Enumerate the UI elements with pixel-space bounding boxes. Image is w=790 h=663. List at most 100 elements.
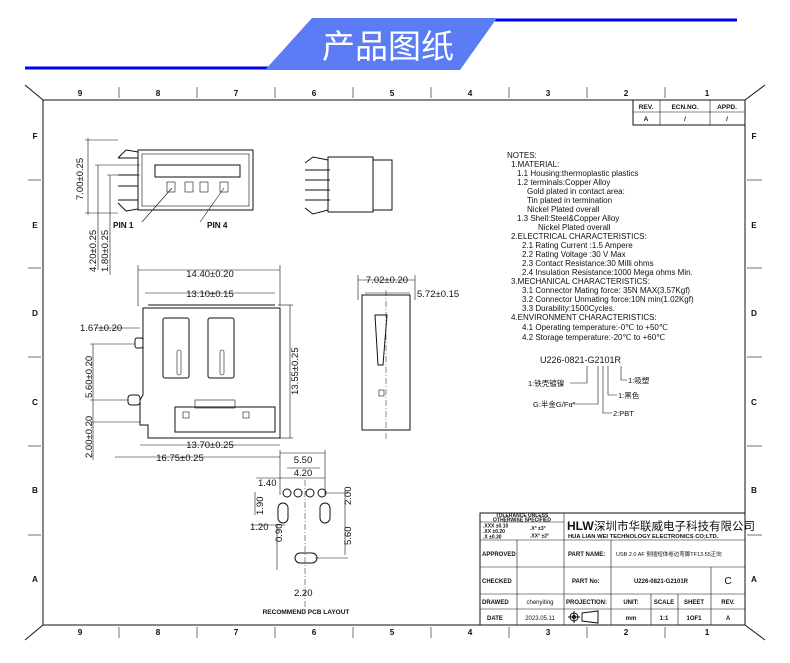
note-line: 3.3 Durability:1500Cycles. (522, 304, 615, 313)
row-label: B (751, 486, 757, 495)
title-block: TOLERANCE UNLESS OTHERWISE SPECIFIED .XX… (479, 512, 755, 626)
note-line: Nickel Plated overall (538, 223, 611, 232)
rev-value: A (644, 116, 649, 123)
column-label: 7 (234, 89, 239, 98)
dim-label: 13.55±0.25 (290, 348, 301, 395)
note-line: 1.MATERIAL: (511, 160, 559, 169)
unit-label: UNIT: (623, 600, 638, 606)
dim-label: 0.90 (274, 524, 285, 543)
company-name-en: HUA LIAN WEI TECHNOLOGY ELECTRONICS CO;L… (568, 534, 719, 540)
rev-value: A (726, 616, 731, 622)
note-line: 2.2 Rating Voltage :30 V Max (522, 250, 626, 259)
tolerance-value: .XX ±0.20 (483, 529, 505, 535)
dim-label: 1.40 (258, 478, 277, 489)
header-banner: 产品图纸 (25, 18, 737, 70)
tolerance-title: TOLERANCE UNLESS (496, 513, 549, 519)
side-view-top (304, 156, 393, 215)
tolerance-value: .X° ±3° (530, 526, 546, 532)
column-label: 4 (468, 628, 473, 637)
page-title: 产品图纸 (322, 28, 454, 65)
dim-label: 7.02±0.20 (366, 275, 408, 286)
column-label: 5 (390, 628, 395, 637)
appd-header: APPD. (717, 104, 737, 111)
legend-item: 1:吸塑 (628, 376, 650, 385)
row-label: F (32, 132, 37, 141)
legend-item: 1:铁壳镀镍 (528, 378, 565, 388)
part-name-label: PART NAME: (568, 552, 605, 558)
dim-label: 1.80±0.25 (100, 230, 111, 272)
rev-header: REV. (639, 104, 654, 111)
notes: NOTES: 1.MATERIAL: 1.1 Housing:thermopla… (507, 151, 694, 342)
dim-label: 5.72±0.15 (417, 289, 459, 300)
tolerance-value: .XXX ±0.10 (483, 524, 508, 530)
note-line: 2.3 Contact Resistance:30 Milli ohms (522, 259, 654, 268)
rev-label: REV. (721, 600, 735, 606)
unit-value: mm (626, 616, 637, 622)
checked-label: CHECKED (482, 579, 512, 585)
part-no-value: U226-0821-G2101R (634, 579, 689, 585)
row-label: E (32, 221, 38, 230)
dim-label: 14.40±0.20 (186, 269, 233, 280)
dim-label: 1.67±0.20 (80, 323, 122, 334)
approved-label: APPROVED (482, 552, 516, 558)
column-label: 1 (705, 628, 710, 637)
row-label: D (32, 309, 38, 318)
row-label: C (32, 398, 38, 407)
row-label: E (751, 221, 757, 230)
column-label: 1 (705, 89, 710, 98)
column-label: 2 (624, 89, 629, 98)
dim-label: 5.50 (294, 455, 313, 466)
appd-value: / (726, 116, 728, 123)
part-code-legend: U226-0821-G2101R 1:铁壳镀镍 G:半金G/Fu" 2:PBT … (528, 355, 650, 418)
dim-label: 5.60 (343, 527, 354, 546)
ecn-header: ECN.NO. (671, 104, 698, 111)
dim-label: 1.20 (250, 522, 269, 533)
top-view: 7.00±0.25 4.20±0.25 1.80±0.25 PIN 1 PIN … (75, 138, 254, 275)
note-line: 3.1 Connector Mating force: 35N MAX(3.57… (522, 286, 690, 295)
note-line: NOTES: (507, 151, 537, 160)
drawed-label: DRAWED (482, 600, 509, 606)
dim-label: 16.75±0.25 (156, 453, 203, 464)
column-label: 2 (624, 628, 629, 637)
scale-value: 1:1 (660, 616, 669, 622)
column-label: 7 (234, 628, 239, 637)
drawing-frame: 9 8 7 6 5 4 3 2 1 9 8 7 6 5 4 3 2 1 F E … (24, 84, 766, 641)
tolerance-title: OTHERWISE SPECIFIED (493, 518, 551, 524)
tolerance-value: .X ±0.30 (483, 535, 502, 541)
dim-label: 5.60±0.20 (84, 356, 95, 398)
dim-label: 2.20 (294, 588, 313, 599)
legend-item: 1:黑色 (618, 390, 640, 400)
note-line: 2.4 Insulation Resistance:1000 Mega ohms… (522, 268, 693, 277)
column-label: 9 (78, 628, 83, 637)
dim-label: 4.20±0.25 (88, 230, 99, 272)
column-label: 8 (156, 628, 161, 637)
column-label: 3 (546, 89, 551, 98)
company-name-cn: 深圳市华联威电子科技有限公司 (594, 519, 755, 533)
pcb-layout: 5.50 4.20 1.40 1.90 1.20 0.90 2.00 5.60 … (250, 450, 354, 616)
dim-label: 13.70±0.25 (186, 440, 233, 451)
revision-table: REV. ECN.NO. APPD. A / / (632, 99, 746, 126)
row-label: B (32, 486, 38, 495)
projection-label: PROJECTION: (566, 600, 607, 606)
pcb-layout-title: RECOMMEND PCB LAYOUT (263, 609, 350, 616)
dim-label: 13.10±0.15 (186, 289, 233, 300)
column-label: 4 (468, 89, 473, 98)
legend-item: G:半金G/Fu" (533, 399, 576, 409)
pin1-label: PIN 1 (113, 221, 134, 230)
part-name-value: USB 2.0 AF 侧插短体卷边弯脚TF13.55正向 (616, 550, 722, 558)
tolerance-value: .XX° ±2° (530, 534, 549, 540)
side-view: 7.02±0.20 5.72±0.15 (357, 275, 459, 440)
company-logo: HLW (567, 519, 594, 533)
sheet-value: 1OF1 (686, 616, 702, 622)
dim-label: 2.00±0.20 (84, 416, 95, 458)
front-view: 14.40±0.20 13.10±0.15 1.67±0.20 5.60±0.2… (80, 265, 301, 464)
ecn-value: / (684, 116, 686, 123)
column-label: 8 (156, 89, 161, 98)
row-label: C (751, 398, 757, 407)
note-line: 4.ENVIRONMENT CHARACTERISTICS: (511, 313, 657, 322)
row-label: F (751, 132, 756, 141)
dim-label: 1.90 (255, 497, 266, 516)
row-label: A (32, 575, 38, 584)
note-line: 4.2 Storage temperature:-20℃ to +60℃ (522, 333, 665, 342)
note-line: 1.1 Housing:thermoplastic plastics (517, 169, 638, 178)
